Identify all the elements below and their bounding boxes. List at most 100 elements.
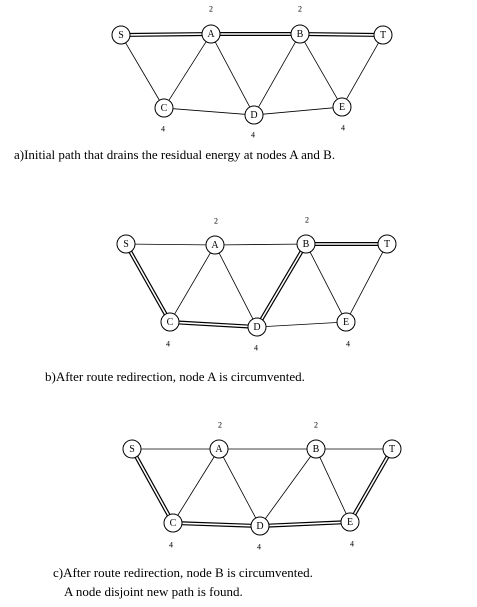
edge-C-D <box>172 108 246 115</box>
node-D: D4 <box>250 516 270 552</box>
edge-C-A <box>168 41 207 101</box>
node-label: C <box>167 317 174 328</box>
node-circle <box>382 439 402 459</box>
path-edge-gap <box>135 456 170 516</box>
path-edge-gap <box>308 33 375 36</box>
node-A: A2 <box>209 421 229 459</box>
node-circle <box>377 234 397 254</box>
node-label: S <box>123 239 129 250</box>
path-edge-D-E <box>268 520 342 528</box>
node-E: E4 <box>336 312 356 349</box>
path-edge-gap <box>260 251 303 320</box>
node-label: A <box>215 444 223 455</box>
energy-label: 4 <box>254 344 258 353</box>
path-edge-gap <box>129 33 203 36</box>
energy-label: 4 <box>346 340 350 349</box>
node-circle <box>373 25 393 45</box>
edge-C-A <box>177 456 215 516</box>
energy-label: 4 <box>169 541 173 550</box>
node-B: B2 <box>290 5 310 44</box>
path-edge-B-T <box>308 32 375 37</box>
node-label: A <box>211 240 219 251</box>
node-circle <box>116 234 136 254</box>
node-B: B2 <box>306 421 326 459</box>
node-label: B <box>313 444 320 455</box>
node-label: B <box>303 239 310 250</box>
energy-label: 4 <box>251 131 255 140</box>
node-C: C4 <box>154 98 174 134</box>
caption-line: b)After route redirection, node A is cir… <box>45 369 305 384</box>
node-T: T <box>382 439 402 459</box>
caption-line: c)After route redirection, node B is cir… <box>53 565 313 580</box>
path-edge-C-D <box>178 320 249 329</box>
energy-label: 4 <box>341 124 345 133</box>
node-circle <box>296 234 316 254</box>
node-B: B2 <box>296 216 316 254</box>
edge-B-E <box>309 251 343 315</box>
edge-B-E <box>304 41 338 100</box>
node-label: A <box>207 29 215 40</box>
node-circle <box>201 24 221 44</box>
node-circle <box>340 512 360 532</box>
node-label: S <box>129 444 135 455</box>
energy-label: 2 <box>218 421 222 430</box>
energy-label: 2 <box>314 421 318 430</box>
edge-A-B <box>223 243 298 246</box>
path-edge-gap <box>353 456 389 515</box>
path-edge-S-C <box>134 455 171 517</box>
node-C: C4 <box>163 513 183 550</box>
path-edge-gap <box>178 321 249 328</box>
caption-line: A node disjoint new path is found. <box>64 584 243 599</box>
node-label: D <box>256 521 263 532</box>
edge-A-D <box>214 41 251 108</box>
edge-E-T <box>349 251 384 315</box>
node-S: S <box>116 234 136 254</box>
node-S: S <box>111 25 131 45</box>
edge-D-E <box>262 107 334 115</box>
node-label: D <box>250 110 257 121</box>
node-D: D4 <box>247 317 267 353</box>
node-label: C <box>170 518 177 529</box>
path-edge-S-C <box>128 250 168 316</box>
path-edge-gap <box>181 522 252 527</box>
node-T: T <box>377 234 397 254</box>
path-edge-D-B <box>259 250 304 321</box>
path-edge-gap <box>129 251 167 315</box>
edge-A-D <box>218 252 254 320</box>
edge-B-E <box>319 456 347 515</box>
energy-label: 2 <box>298 5 302 14</box>
node-D: D4 <box>244 105 264 140</box>
path-edge-S-A <box>129 32 203 37</box>
node-circle <box>160 312 180 332</box>
node-circle <box>111 25 131 45</box>
energy-label: 4 <box>257 543 261 552</box>
path-edge-E-T <box>352 455 390 516</box>
node-label: D <box>253 322 260 333</box>
energy-label: 4 <box>350 540 354 549</box>
energy-label: 2 <box>305 216 309 225</box>
edge-C-A <box>174 252 211 315</box>
node-circle <box>244 105 264 125</box>
node-label: T <box>389 444 395 455</box>
node-label: C <box>161 103 168 114</box>
path-edge-gap <box>268 521 342 527</box>
node-label: B <box>297 29 304 40</box>
node-S: S <box>122 439 142 459</box>
caption-line: a)Initial path that drains the residual … <box>14 147 335 162</box>
node-circle <box>332 97 352 117</box>
node-circle <box>122 439 142 459</box>
edge-A-D <box>222 456 257 519</box>
node-circle <box>209 439 229 459</box>
edge-E-T <box>346 42 379 100</box>
node-circle <box>163 513 183 533</box>
node-circle <box>250 516 270 536</box>
node-label: T <box>380 30 386 41</box>
edge-D-B <box>264 456 312 519</box>
path-edge-C-D <box>181 521 252 528</box>
node-A: A2 <box>205 217 225 255</box>
node-C: C4 <box>160 312 180 349</box>
node-E: E4 <box>332 97 352 133</box>
